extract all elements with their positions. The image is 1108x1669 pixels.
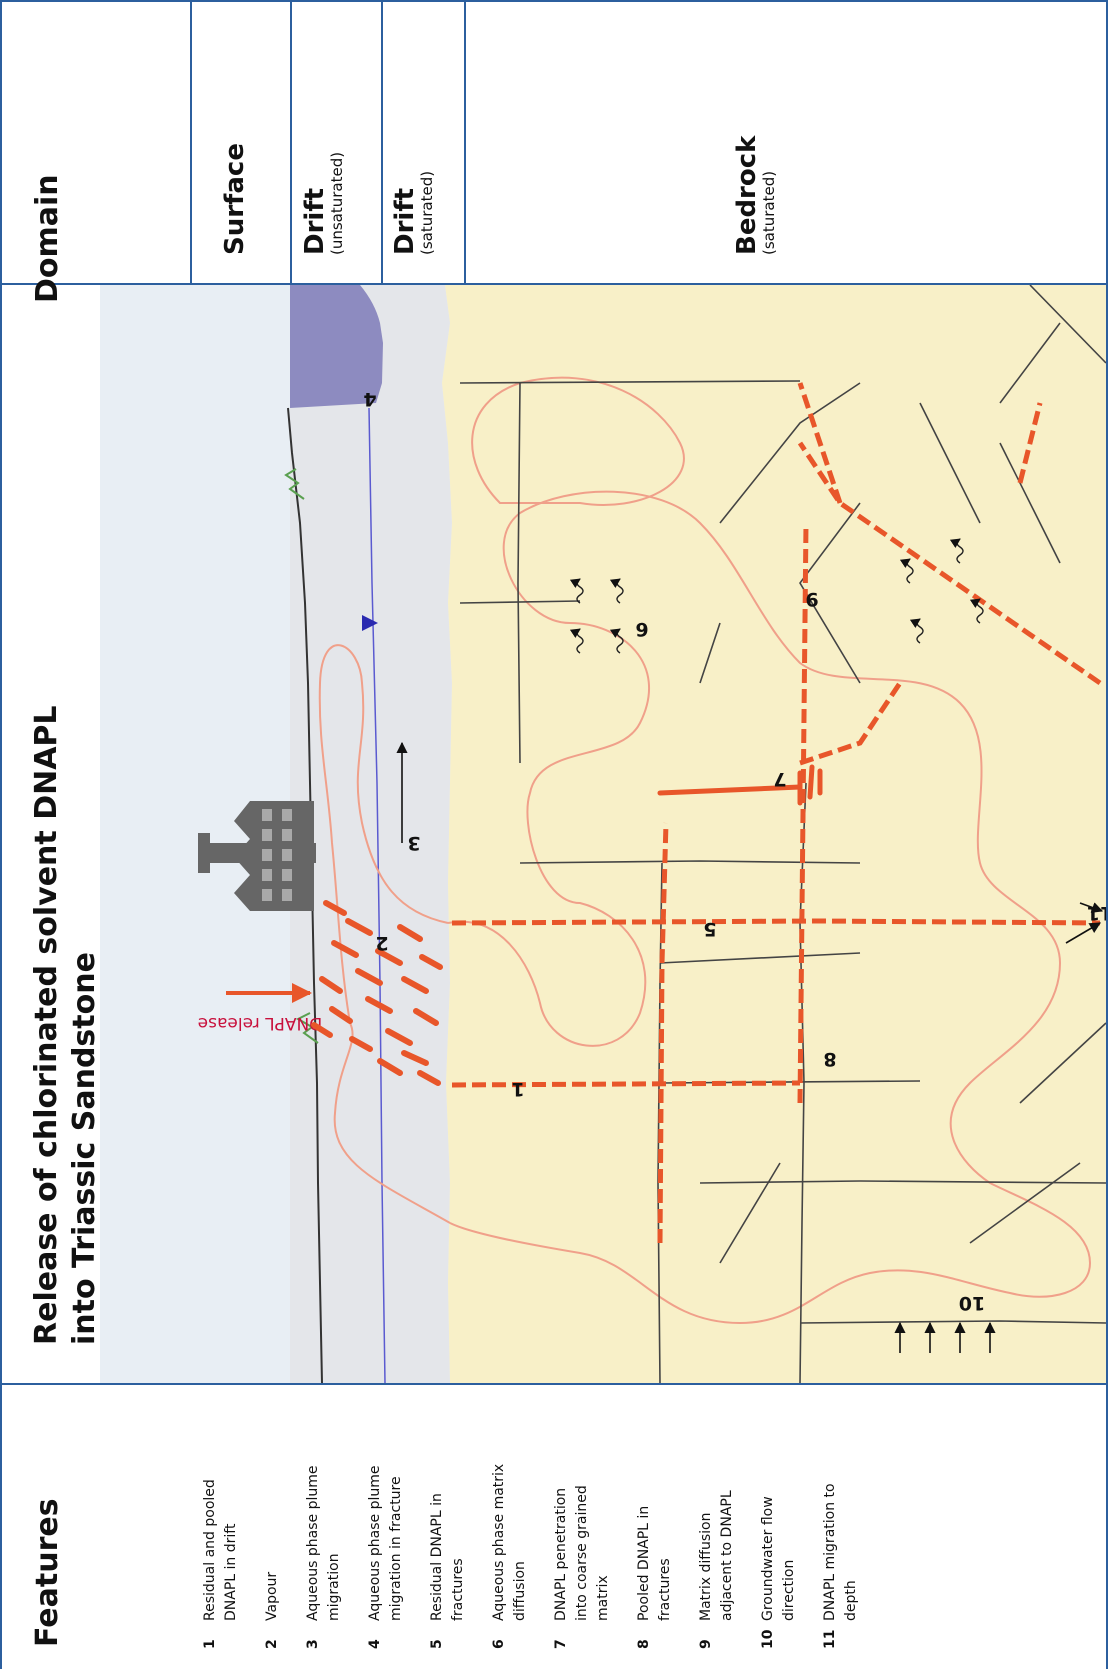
dnapl-release-label: DNAPL release (198, 1013, 323, 1033)
bedrock-plume-outline (447, 490, 1092, 1325)
feature-number-label: 5 (703, 918, 716, 940)
feature-number-label: 8 (823, 1048, 836, 1070)
domain-drift-unsaturated-label: Drift (300, 187, 330, 255)
feature-text: Residual DNAPL in fractures (429, 1493, 466, 1621)
factory-icon (198, 801, 316, 911)
feature-text: Residual and pooled DNAPL in drift (202, 1479, 239, 1621)
feature-text: Matrix diffusion adjacent to DNAPL (698, 1490, 735, 1621)
feature-item: 7 DNAPL penetration into coarse grained m… (551, 1389, 614, 1649)
domain-title: Domain (30, 174, 65, 303)
feature-number-label: 1 (511, 1078, 524, 1100)
diagram-column: Release of chlorinated solvent DNAPL int… (0, 285, 1108, 1383)
feature-number-label: 6 (635, 618, 648, 640)
feature-text: Aqueous phase plume migration (305, 1465, 342, 1621)
river-region (290, 285, 383, 408)
feature-number-label: 7 (773, 768, 786, 790)
feature-number-labels: 1 2 3 4 5 6 7 8 9 10 11 (363, 388, 1106, 1314)
feature-item: 3 Aqueous phase plume migration (303, 1389, 345, 1649)
domain-drift-unsaturated-sub: (unsaturated) (328, 151, 346, 255)
feature-number-label: 9 (805, 588, 818, 610)
residual-dnapl-in-drift (311, 900, 443, 1086)
feature-item: 2 Vapour (262, 1389, 283, 1649)
feature-number: 10 (760, 1629, 776, 1649)
groundwater-flow-arrows (894, 1321, 996, 1353)
feature-number: 5 (429, 1639, 445, 1649)
feature-number-label: 3 (407, 832, 420, 854)
diagram-title: Release of chlorinated solvent DNAPL int… (29, 705, 102, 1345)
feature-text: Aqueous phase plume migration in fractur… (367, 1465, 404, 1621)
vegetation-right (284, 468, 305, 500)
features-list: 1 Residual and pooled DNAPL in drift 2 Vapo… (200, 1389, 882, 1649)
domain-drift-unsaturated: Drift (unsaturated) (300, 151, 346, 255)
bedrock-region (442, 285, 1106, 1383)
feature-text: DNAPL penetration into coarse grained ma… (553, 1485, 611, 1621)
pooled-dnapl-matrix-penetration (657, 764, 823, 806)
domain-bedrock: Bedrock (saturated) (732, 135, 778, 255)
feature-item: 5 Residual DNAPL in fractures (427, 1389, 469, 1649)
water-table-line (368, 407, 386, 1383)
matrix-diffusion-squiggles (569, 538, 984, 654)
feature-number-label: 2 (375, 932, 388, 954)
feature-number: 6 (491, 1639, 507, 1649)
feature-text: Pooled DNAPL in fractures (636, 1505, 673, 1621)
feature-text: Aqueous phase matrix diffusion (491, 1463, 528, 1621)
feature-text: DNAPL migration to depth (822, 1483, 859, 1621)
feature-number: 8 (636, 1639, 652, 1649)
domain-bedrock-label: Bedrock (732, 135, 762, 255)
dnapl-diagram: DNAPL release (100, 285, 1106, 1383)
water-table-marker (362, 615, 378, 631)
feature-item: 10 Groundwater flow direction (758, 1389, 800, 1649)
domain-column: Domain (0, 0, 1108, 303)
domain-drift-saturated-label: Drift (390, 187, 420, 255)
features-column: Features 1 Residual and pooled DNAPL in d… (0, 1385, 1108, 1669)
feature-number-label: 10 (959, 1292, 985, 1314)
dnapl-in-fractures (451, 382, 1102, 1244)
feature-text: Vapour (264, 1571, 280, 1621)
feature-number: 7 (553, 1639, 569, 1649)
feature-item: 9 Matrix diffusion adjacent to DNAPL (696, 1389, 738, 1649)
feature-item: 1 Residual and pooled DNAPL in drift (200, 1389, 242, 1649)
bedrock-plume-lobe (471, 376, 685, 506)
domain-drift-saturated-sub: (saturated) (418, 170, 436, 255)
features-title: Features (30, 1498, 65, 1647)
feature-item: 11 DNAPL migration to depth (820, 1389, 862, 1649)
feature-number: 9 (698, 1639, 714, 1649)
feature-number: 4 (367, 1639, 383, 1649)
feature-number-label: 4 (363, 388, 376, 410)
feature-number: 1 (202, 1639, 218, 1649)
feature-item: 4 Aqueous phase plume migration in fractu… (365, 1389, 407, 1649)
feature-number: 3 (305, 1639, 321, 1649)
feature-item: 8 Pooled DNAPL in fractures (634, 1389, 676, 1649)
domain-surface-label: Surface (220, 143, 250, 255)
feature-number: 11 (822, 1629, 838, 1649)
aqueous-plume-outline (318, 644, 451, 1224)
feature-number-label: 11 (1087, 902, 1106, 924)
feature-number: 2 (264, 1639, 280, 1649)
domain-surface: Surface (220, 143, 250, 255)
migration-to-depth-arrows (1065, 902, 1104, 944)
domain-drift-saturated: Drift (saturated) (390, 170, 436, 255)
domain-bedrock-sub: (saturated) (760, 170, 778, 255)
drift-region (290, 285, 452, 1383)
feature-item: 6 Aqueous phase matrix diffusion (489, 1389, 531, 1649)
feature-text: Groundwater flow direction (760, 1496, 797, 1621)
